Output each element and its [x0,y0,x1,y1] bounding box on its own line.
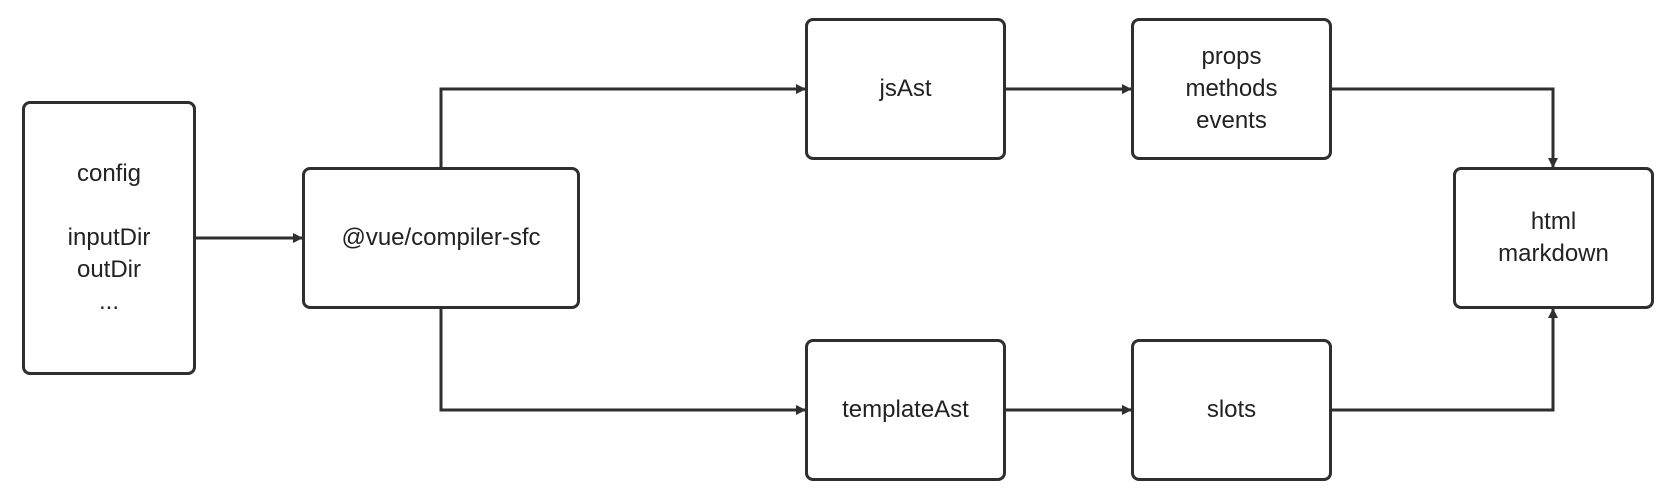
slots-label: slots [1206,396,1257,423]
config-item-input-dir: inputDir [67,224,151,251]
arrow-compiler-to-template-ast [439,309,806,415]
arrow-props-to-output [1332,87,1558,168]
compiler-sfc-label: @vue/compiler-sfc [341,224,541,251]
markdown-label: markdown [1498,240,1609,267]
props-methods-events-node: props methods events [1131,18,1332,160]
methods-label: methods [1185,75,1278,102]
config-item-out-dir: outDir [76,256,142,283]
arrow-slots-to-output [1332,308,1558,412]
html-markdown-node: html markdown [1453,167,1654,309]
config-node: config inputDir outDir ... [22,101,196,375]
js-ast-label: jsAst [879,75,932,102]
js-ast-node: jsAst [805,18,1006,160]
compiler-sfc-node: @vue/compiler-sfc [302,167,580,309]
template-ast-node: templateAst [805,339,1006,481]
config-title: config [76,160,142,187]
arrow-compiler-to-js-ast [439,84,806,167]
events-label: events [1196,107,1267,134]
slots-node: slots [1131,339,1332,481]
props-label: props [1201,43,1262,70]
config-item-ellipsis: ... [98,288,119,315]
template-ast-label: templateAst [842,396,969,423]
html-label: html [1530,208,1577,235]
